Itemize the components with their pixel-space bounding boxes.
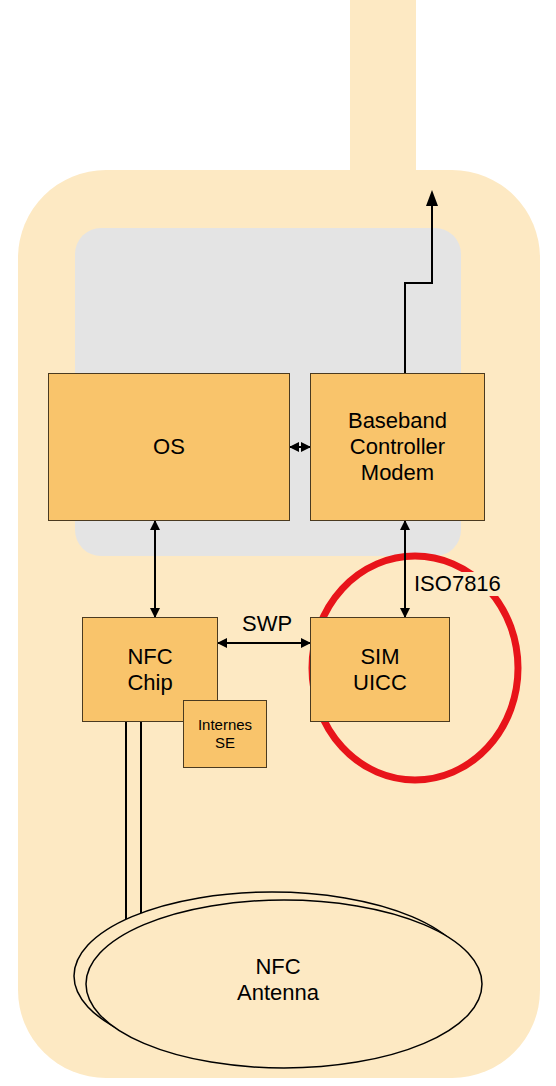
node-label: Baseband Controller Modem xyxy=(328,408,468,486)
antenna-wire xyxy=(125,722,127,919)
antenna-wire xyxy=(140,722,142,913)
os-box: OS xyxy=(48,373,290,521)
node-label: NFC Chip xyxy=(111,644,189,696)
connector xyxy=(290,446,310,448)
connector xyxy=(154,521,156,617)
interface-label: SWP xyxy=(240,612,294,636)
antenna-wires xyxy=(126,722,141,919)
node-label: NFC Antenna xyxy=(230,954,326,1006)
sim-box: SIM UICC xyxy=(310,617,450,722)
radio-arrowhead xyxy=(426,190,438,206)
node-label: OS xyxy=(69,434,269,460)
antenna-ellipse: NFC Antenna xyxy=(72,888,484,1072)
secure-element-box: Internes SE xyxy=(183,700,267,768)
node-label: SIM UICC xyxy=(341,644,419,696)
connector xyxy=(404,521,406,617)
interface-label: ISO7816 xyxy=(412,572,503,596)
antenna-coil xyxy=(86,900,482,1068)
phone-body xyxy=(18,170,540,1078)
radio-line xyxy=(405,204,432,373)
node-label: Internes SE xyxy=(193,716,257,751)
connector xyxy=(218,642,310,644)
baseband-box: Baseband Controller Modem xyxy=(310,373,485,521)
